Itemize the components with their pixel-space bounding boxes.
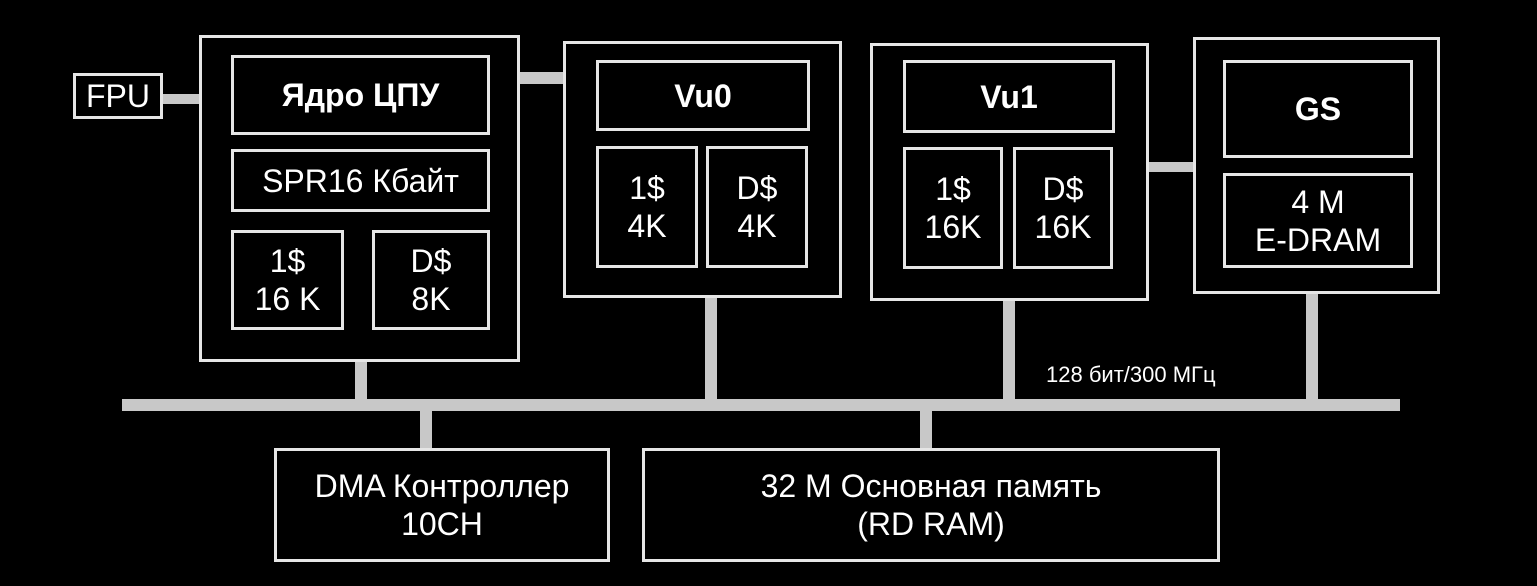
cpu-dcache-label: D$ 8K xyxy=(410,243,452,317)
vu1-dcache-label: D$ 16K xyxy=(1034,171,1092,245)
vu1-title-label: Vu1 xyxy=(980,78,1038,115)
bus-main xyxy=(122,399,1400,411)
cpu-core-label: Ядро ЦПУ xyxy=(281,77,440,113)
cpu-core-box: Ядро ЦПУ xyxy=(231,55,490,135)
vu0-icache-box: 1$ 4K xyxy=(596,146,698,268)
main-memory-box: 32 M Основная память (RD RAM) xyxy=(642,448,1220,562)
bus-stub-cpu xyxy=(355,360,367,402)
cpu-icache-box: 1$ 16 K xyxy=(231,230,344,330)
vu0-dcache-box: D$ 4K xyxy=(706,146,808,268)
main-memory-label: 32 M Основная память (RD RAM) xyxy=(760,468,1102,542)
bus-stub-gs xyxy=(1306,293,1318,402)
vu0-title-label: Vu0 xyxy=(674,77,732,114)
vu0-group xyxy=(563,41,842,298)
cpu-group xyxy=(199,35,520,362)
cpu-dcache-box: D$ 8K xyxy=(372,230,490,330)
vu1-icache-box: 1$ 16K xyxy=(903,147,1003,269)
cpu-spr-box: SPR16 Кбайт xyxy=(231,149,490,212)
gs-group xyxy=(1193,37,1440,294)
dma-controller-label: DMA Контроллер 10CH xyxy=(314,468,570,542)
fpu-box: FPU xyxy=(73,73,163,119)
link-cpu-vu0 xyxy=(518,72,566,84)
link-fpu-cpu xyxy=(161,94,202,104)
cpu-spr-label: SPR16 Кбайт xyxy=(262,162,459,199)
link-vu1-gs xyxy=(1147,162,1195,172)
vu1-dcache-box: D$ 16K xyxy=(1013,147,1113,269)
vu1-title-box: Vu1 xyxy=(903,60,1115,133)
vu0-dcache-label: D$ 4K xyxy=(736,170,778,244)
vu0-title-box: Vu0 xyxy=(596,60,810,131)
gs-title-label: GS xyxy=(1294,91,1342,127)
fpu-label: FPU xyxy=(86,78,150,114)
gs-edram-label: 4 M E-DRAM xyxy=(1254,183,1382,258)
vu1-icache-label: 1$ 16K xyxy=(924,171,982,245)
bus-speed-label: 128 бит/300 МГц xyxy=(1046,362,1216,387)
cpu-icache-label: 1$ 16 K xyxy=(254,243,321,317)
bus-stub-ram xyxy=(920,409,932,451)
bus-stub-vu1 xyxy=(1003,299,1015,402)
vu0-icache-label: 1$ 4K xyxy=(627,170,667,244)
vu1-group xyxy=(870,43,1149,301)
gs-edram-box: 4 M E-DRAM xyxy=(1223,173,1413,268)
gs-title-box: GS xyxy=(1223,60,1413,158)
dma-controller-box: DMA Контроллер 10CH xyxy=(274,448,610,562)
bus-stub-dma xyxy=(420,409,432,451)
bus-stub-vu0 xyxy=(705,296,717,402)
